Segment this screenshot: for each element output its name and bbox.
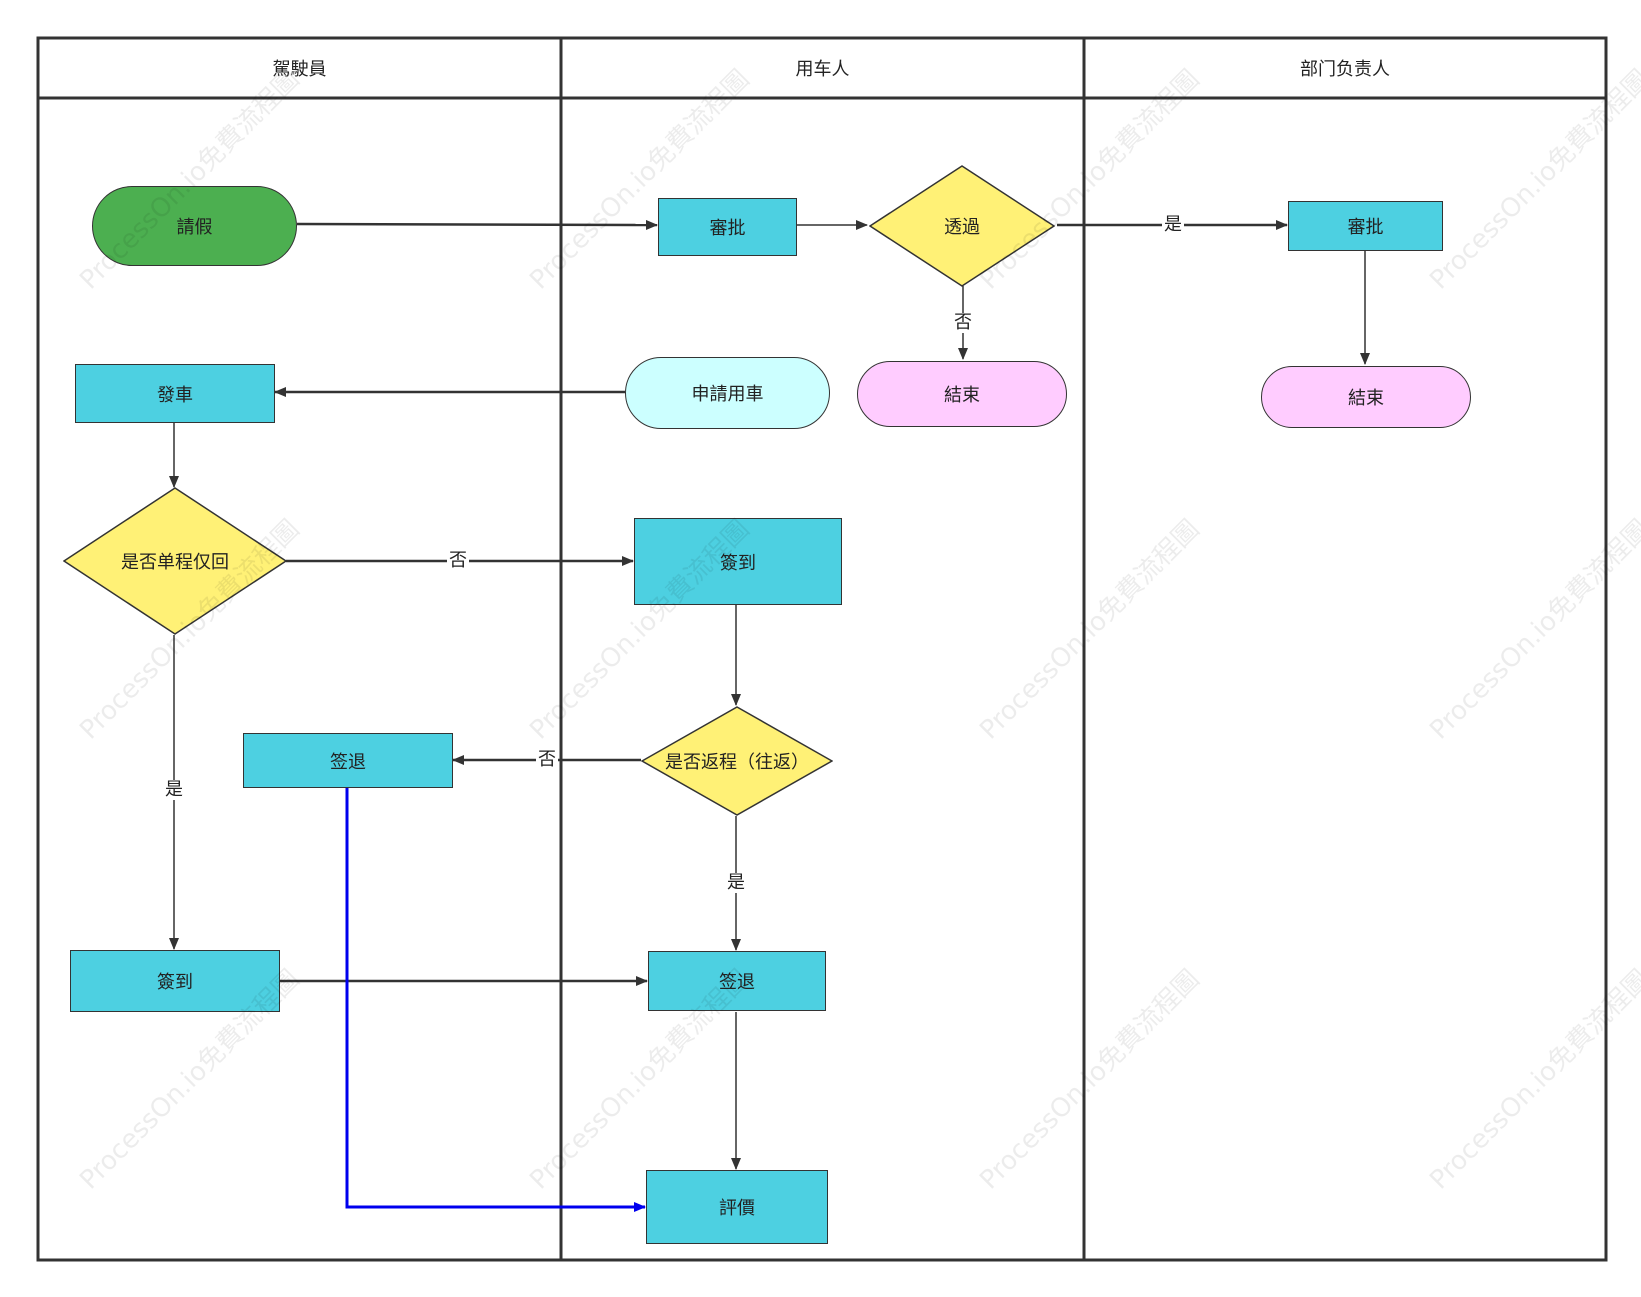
node-dispatch[interactable]: 發車 bbox=[75, 364, 275, 423]
node-driver-signout[interactable]: 签退 bbox=[243, 733, 453, 788]
edge-driver-signout-to-evaluate bbox=[345, 788, 646, 1212]
node-dept-approve[interactable]: 審批 bbox=[1288, 201, 1443, 251]
edge-label-return-no: 否 bbox=[536, 749, 558, 770]
node-pass-decision[interactable] bbox=[869, 165, 1055, 287]
lane-title-dept-head: 部门负责人 bbox=[1300, 59, 1390, 80]
node-user-end[interactable]: 結束 bbox=[857, 361, 1067, 427]
decision-shape bbox=[63, 487, 287, 635]
edge-label-oneway-no: 否 bbox=[447, 550, 469, 571]
node-user-approve[interactable]: 審批 bbox=[658, 198, 797, 256]
node-return-decision[interactable] bbox=[641, 706, 833, 816]
edge-label-pass-no: 否 bbox=[952, 312, 974, 333]
edge-label-return-yes: 是 bbox=[725, 872, 747, 893]
lane-title-user: 用车人 bbox=[795, 59, 850, 80]
edge-label-oneway-yes: 是 bbox=[163, 779, 185, 800]
edge-leave-to-approve bbox=[296, 219, 658, 230]
decision-shape bbox=[641, 706, 833, 816]
node-leave-start[interactable]: 請假 bbox=[92, 186, 297, 266]
node-user-signin[interactable]: 簽到 bbox=[634, 518, 842, 605]
decision-shape bbox=[869, 165, 1055, 287]
node-oneway-decision[interactable] bbox=[63, 487, 287, 635]
node-evaluate[interactable]: 評價 bbox=[646, 1170, 828, 1244]
lane-title-driver: 駕駛員 bbox=[272, 59, 327, 80]
node-driver-signin[interactable]: 簽到 bbox=[70, 950, 280, 1012]
node-apply-car[interactable]: 申請用車 bbox=[625, 357, 830, 429]
node-user-signout[interactable]: 签退 bbox=[648, 951, 826, 1011]
node-dept-end[interactable]: 結束 bbox=[1261, 366, 1471, 428]
frame-border bbox=[36, 36, 1608, 1262]
edge-label-pass-yes: 是 bbox=[1162, 214, 1184, 235]
